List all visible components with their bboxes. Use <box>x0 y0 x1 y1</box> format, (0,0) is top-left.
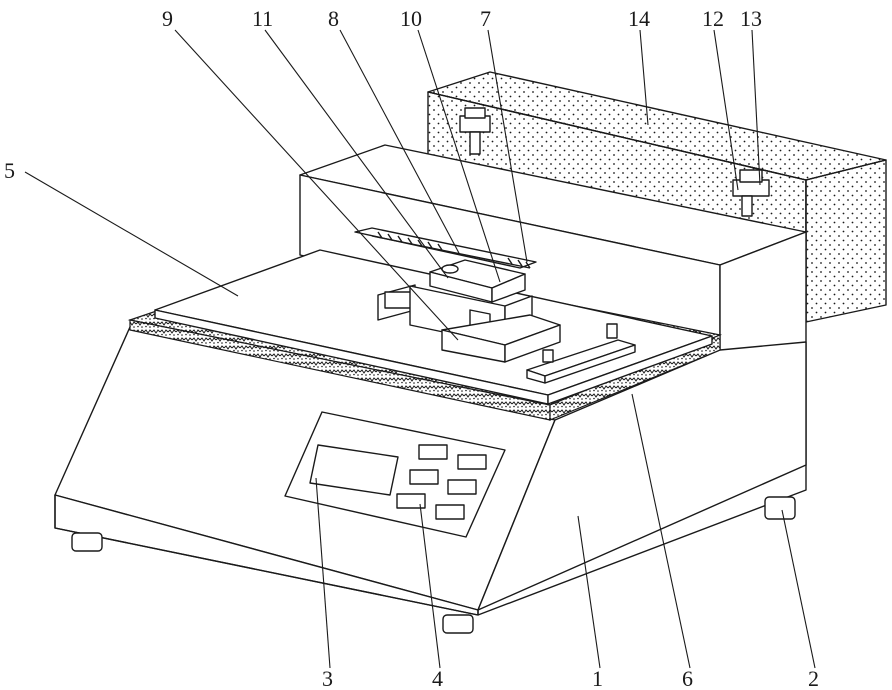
label-7: 7 <box>480 6 491 31</box>
label-11: 11 <box>252 6 273 31</box>
label-3: 3 <box>322 666 333 690</box>
label-10: 10 <box>400 6 422 31</box>
panel-key <box>436 505 464 519</box>
label-8: 8 <box>328 6 339 31</box>
label-12: 12 <box>702 6 724 31</box>
label-1: 1 <box>592 666 603 690</box>
label-2: 2 <box>808 666 819 690</box>
label-6: 6 <box>682 666 693 690</box>
label-9: 9 <box>162 6 173 31</box>
panel-key-4 <box>397 494 425 508</box>
label-13: 13 <box>740 6 762 31</box>
panel-key <box>419 445 447 459</box>
label-14: 14 <box>628 6 650 31</box>
label-4: 4 <box>432 666 443 690</box>
label-5: 5 <box>4 158 15 183</box>
panel-key <box>448 480 476 494</box>
panel-key <box>410 470 438 484</box>
panel-key <box>458 455 486 469</box>
